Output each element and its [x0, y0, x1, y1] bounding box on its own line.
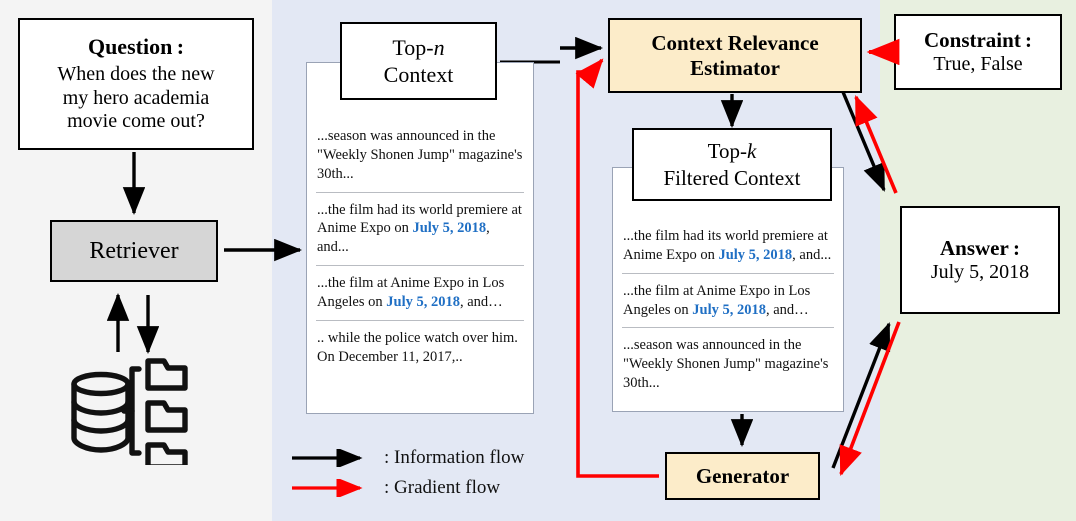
snippet-text: .. while the police watch over him. On D… — [317, 329, 518, 365]
constraint-value: True, False — [933, 52, 1023, 75]
snippet-text: ...the film at Anime Expo in Los Angeles… — [317, 275, 505, 310]
topn-label-box: Top-n Context — [340, 22, 497, 100]
question-box: Question : When does the new my hero aca… — [18, 18, 254, 150]
snippet-text-tail: , and… — [459, 293, 503, 310]
answer-value: July 5, 2018 — [930, 260, 1030, 283]
context-snippet: ...season was announced in the "Weekly S… — [622, 327, 834, 401]
estimator-line-1: Context Relevance — [651, 30, 819, 55]
information-flow-arrow-icon — [292, 449, 363, 467]
snippet-text-tail: , and... — [317, 220, 490, 256]
snippet-highlight: July 5, 2018 — [692, 301, 766, 318]
topk-label-line-1: Top-k — [707, 139, 757, 164]
topn-label-line-1: Top-n — [392, 34, 445, 60]
topk-label-line-2: Filtered Context — [663, 165, 801, 190]
snippet-highlight: July 5, 2018 — [412, 220, 487, 237]
generator-box: Generator — [665, 452, 820, 500]
topk-snippet-list: ...the film had its world premiere at An… — [622, 219, 834, 401]
topn-snippet-list: ...season was announced in the "Weekly S… — [316, 119, 524, 374]
snippet-text: ...season was announced in the "Weekly S… — [623, 337, 829, 392]
legend-item-gradient-flow: : Gradient flow — [290, 473, 524, 503]
topk-label-box: Top-k Filtered Context — [632, 128, 832, 201]
question-line-2: my hero academia — [62, 86, 210, 109]
snippet-text-tail: , and... — [792, 246, 832, 263]
topn-label-line-2: Context — [383, 62, 454, 87]
snippet-highlight: July 5, 2018 — [386, 293, 460, 310]
legend-item-information-flow: : Information flow — [290, 443, 524, 473]
database-folders-icon — [60, 355, 210, 470]
context-snippet: ...the film at Anime Expo in Los Angeles… — [316, 265, 524, 320]
gradient-flow-arrow-icon — [292, 479, 363, 497]
context-snippet: .. while the police watch over him. On D… — [316, 319, 524, 375]
answer-box: Answer : July 5, 2018 — [900, 206, 1060, 314]
topn-context-panel: ...season was announced in the "Weekly S… — [306, 62, 534, 414]
context-snippet: ...the film had its world premiere at An… — [316, 191, 524, 266]
constraint-box: Constraint : True, False — [894, 14, 1062, 90]
legend: : Information flow : Gradient flow — [290, 443, 524, 503]
context-snippet: ...the film had its world premiere at An… — [622, 219, 834, 273]
snippet-text: ...the film had its world premiere at An… — [317, 201, 522, 237]
generator-label: Generator — [695, 463, 790, 488]
retriever-label: Retriever — [89, 237, 179, 264]
question-line-3: movie come out? — [67, 110, 205, 133]
estimator-line-2: Estimator — [690, 55, 780, 80]
context-snippet: ...season was announced in the "Weekly S… — [316, 119, 524, 192]
retriever-box: Retriever — [50, 220, 218, 282]
legend-gradient-flow-label: : Gradient flow — [384, 477, 501, 498]
snippet-text: ...season was announced in the "Weekly S… — [317, 128, 523, 182]
answer-title: Answer : — [939, 235, 1021, 260]
snippet-highlight: July 5, 2018 — [718, 246, 793, 263]
topk-context-panel: ...the film had its world premiere at An… — [612, 167, 844, 412]
context-snippet: ...the film at Anime Expo in Los Angeles… — [622, 272, 834, 328]
question-line-1: When does the new — [57, 63, 215, 86]
constraint-title: Constraint : — [923, 27, 1033, 52]
legend-information-flow-label: : Information flow — [384, 447, 525, 468]
snippet-text-tail: , and… — [765, 301, 809, 318]
question-title: Question : — [87, 34, 185, 60]
context-relevance-estimator-box: Context Relevance Estimator — [608, 18, 862, 93]
